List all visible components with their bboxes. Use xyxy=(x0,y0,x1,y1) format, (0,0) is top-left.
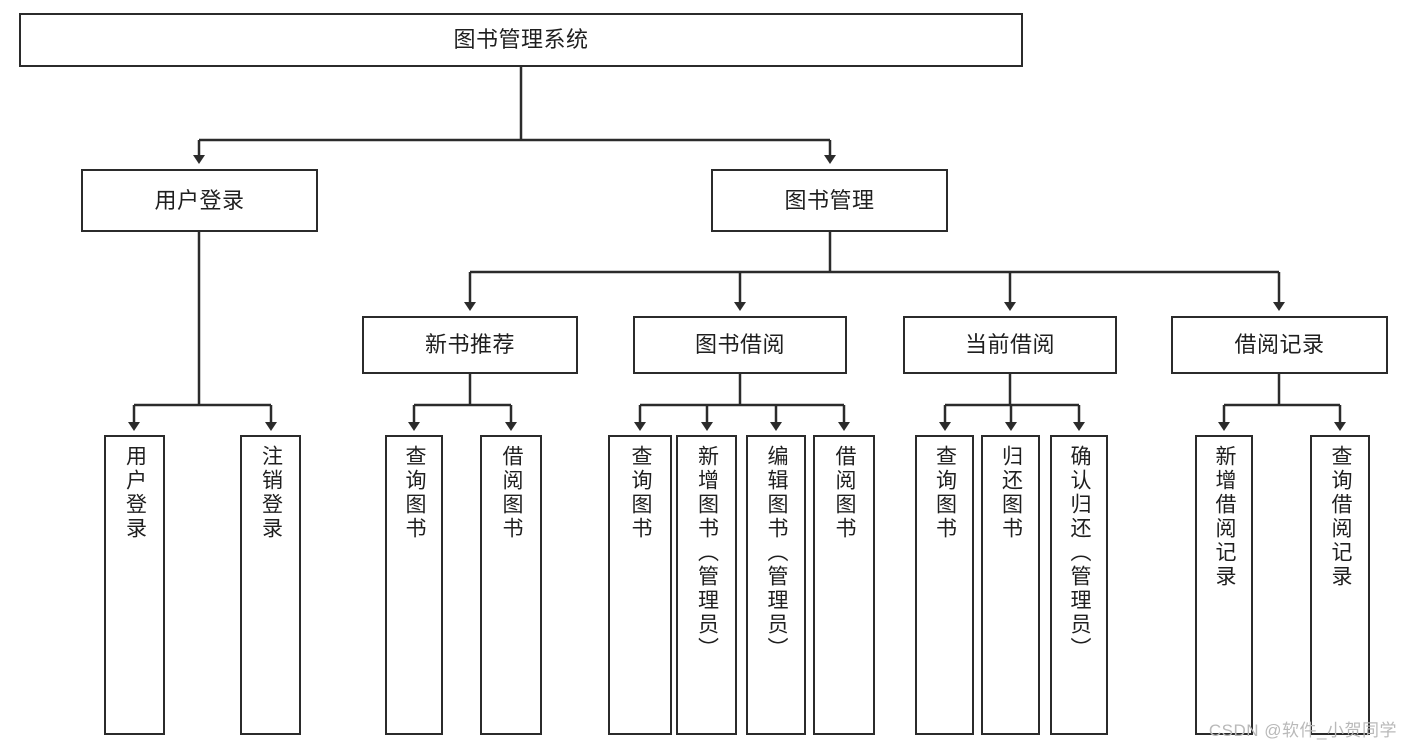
node-label: 查询借阅记录 xyxy=(1329,445,1353,589)
node-label: 图书管理 xyxy=(784,187,875,213)
leaf-new-book-query-books[interactable]: 查询图书 xyxy=(385,435,443,735)
leaf-current-return-books[interactable]: 归还图书 xyxy=(981,435,1040,735)
node-label: 查询图书 xyxy=(403,445,427,541)
node-label: 用户登录 xyxy=(123,445,147,541)
node-label: 借阅图书 xyxy=(833,445,857,541)
leaf-borrow-borrow-books[interactable]: 借阅图书 xyxy=(813,435,875,735)
leaf-user-login-logout[interactable]: 注销登录 xyxy=(240,435,301,735)
node-label: 借阅记录 xyxy=(1234,332,1325,358)
leaf-user-login-login[interactable]: 用户登录 xyxy=(104,435,165,735)
leaf-records-add-record[interactable]: 新增借阅记录 xyxy=(1195,435,1253,735)
node-book-borrowing[interactable]: 图书借阅 xyxy=(633,316,847,374)
leaf-borrow-edit-book-admin[interactable]: 编辑图书（管理员） xyxy=(746,435,806,735)
watermark: CSDN @软件_小贺同学 xyxy=(1208,721,1397,740)
node-label: 注销登录 xyxy=(259,445,283,541)
node-label: 新增图书（管理员） xyxy=(695,445,719,661)
node-label: 确认归还（管理员） xyxy=(1068,445,1092,661)
node-user-login[interactable]: 用户登录 xyxy=(81,169,318,232)
node-label: 当前借阅 xyxy=(964,332,1055,358)
node-label: 查询图书 xyxy=(629,445,653,541)
leaf-new-book-borrow-books[interactable]: 借阅图书 xyxy=(480,435,542,735)
leaf-borrow-query-books[interactable]: 查询图书 xyxy=(608,435,672,735)
node-label: 图书管理系统 xyxy=(453,27,589,53)
leaf-current-query-books[interactable]: 查询图书 xyxy=(915,435,974,735)
node-new-book-recommendation[interactable]: 新书推荐 xyxy=(362,316,578,374)
leaf-borrow-add-book-admin[interactable]: 新增图书（管理员） xyxy=(676,435,737,735)
node-label: 新增借阅记录 xyxy=(1213,445,1237,589)
node-label: 编辑图书（管理员） xyxy=(765,445,789,661)
leaf-current-confirm-return-admin[interactable]: 确认归还（管理员） xyxy=(1050,435,1108,735)
node-label: 归还图书 xyxy=(999,445,1023,541)
node-book-management[interactable]: 图书管理 xyxy=(711,169,948,232)
node-current-borrowing[interactable]: 当前借阅 xyxy=(903,316,1117,374)
leaf-records-query-record[interactable]: 查询借阅记录 xyxy=(1310,435,1370,735)
node-label: 新书推荐 xyxy=(424,332,515,358)
node-root-book-management-system[interactable]: 图书管理系统 xyxy=(19,13,1023,67)
node-label: 查询图书 xyxy=(933,445,957,541)
node-label: 借阅图书 xyxy=(500,445,524,541)
node-label: 图书借阅 xyxy=(694,332,785,358)
node-label: 用户登录 xyxy=(154,187,245,213)
node-borrowing-records[interactable]: 借阅记录 xyxy=(1171,316,1388,374)
